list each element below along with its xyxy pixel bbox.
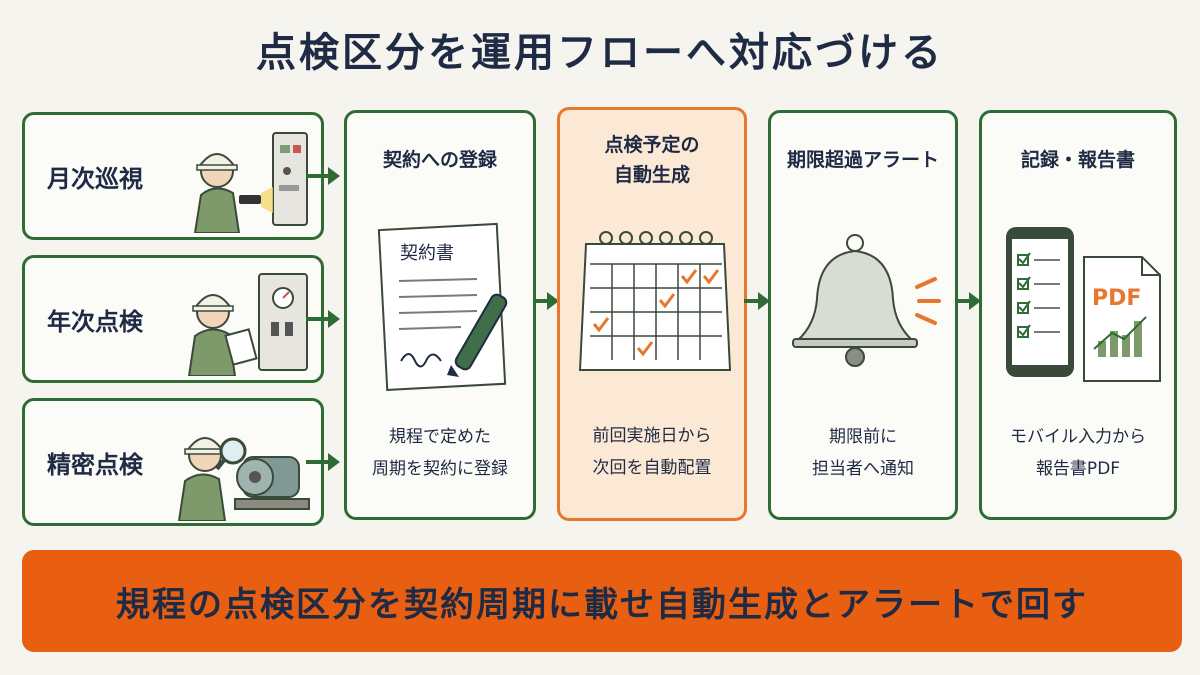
step-label: 点検予定の 自動生成: [604, 134, 700, 186]
category-label: 精密点検: [47, 450, 143, 479]
category-card-annual: 年次点検: [22, 255, 324, 383]
arrow-right-icon: [955, 292, 981, 310]
arrow-right-icon: [306, 453, 340, 471]
mobile-report-icon: PDF: [1006, 227, 1161, 382]
worker-flashlight-icon: [193, 132, 308, 233]
step-card-report: 記録・報告書 PDF モバイル入力から 報告書PDF: [979, 110, 1177, 520]
worker-magnifier-icon: [177, 437, 310, 521]
category-label: 月次巡視: [47, 164, 143, 193]
calendar-check-icon: [578, 231, 732, 371]
step-card-alert: 期限超過アラート 期限前に 担当者へ通知: [768, 110, 958, 520]
category-label: 年次点検: [47, 307, 143, 336]
step-card-contract: 契約への登録 契約書 規程で定めた 周期を契約に登録: [344, 110, 536, 520]
step-label: 記録・報告書: [1020, 149, 1135, 171]
step-description: 期限前に 担当者へ通知: [812, 427, 914, 479]
page-title: 点検区分を運用フローへ対応づける: [256, 30, 944, 76]
arrow-right-icon: [306, 167, 340, 185]
alarm-bell-icon: [792, 234, 941, 367]
step-description: 規程で定めた 周期を契約に登録: [372, 427, 508, 479]
worker-clipboard-icon: [187, 273, 308, 376]
step-description: モバイル入力から 報告書PDF: [1010, 427, 1146, 479]
contract-document-icon: 契約書: [377, 222, 508, 391]
arrow-right-icon: [306, 310, 340, 328]
category-card-precision: 精密点検: [22, 398, 324, 526]
arrow-right-icon: [744, 292, 770, 310]
summary-banner: 規程の点検区分を契約周期に載せ自動生成とアラートで回す: [22, 550, 1182, 652]
category-card-monthly: 月次巡視: [22, 112, 324, 240]
step-label: 契約への登録: [382, 149, 497, 171]
step-label: 期限超過アラート: [786, 149, 939, 171]
step-description: 前回実施日から 次回を自動配置: [592, 426, 712, 478]
contract-doc-title: 契約書: [400, 243, 454, 264]
pdf-label: PDF: [1092, 286, 1141, 311]
arrow-right-icon: [533, 292, 559, 310]
step-card-auto-schedule: 点検予定の 自動生成 前回実施日から 次回を自動配置: [557, 107, 747, 521]
